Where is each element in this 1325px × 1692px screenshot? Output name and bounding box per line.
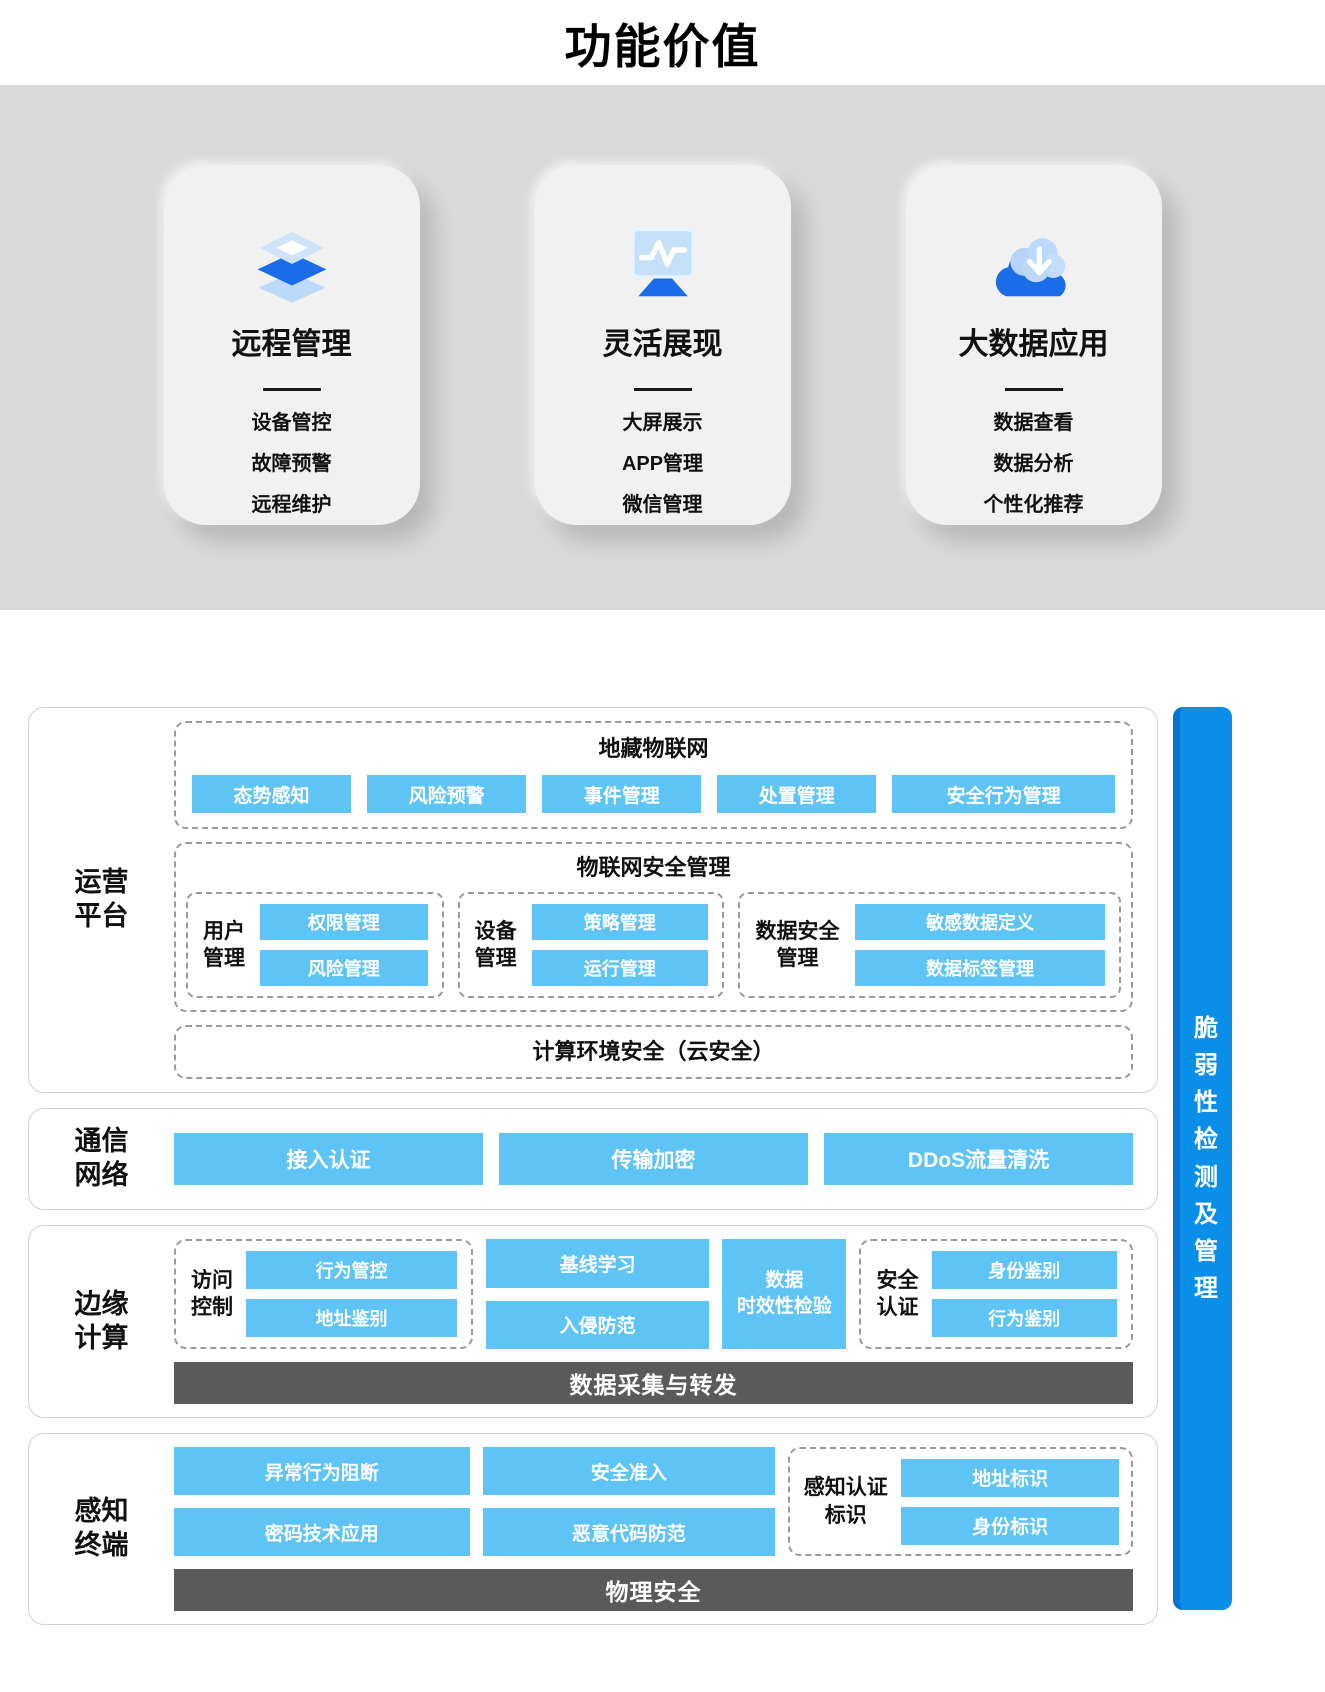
card-item: 个性化推荐 <box>983 493 1084 516</box>
card-flexible-display: 灵活展现 大屏展示 APP管理 微信管理 <box>534 165 791 525</box>
cloud-security-box: 计算环境安全（云安全） <box>174 1025 1133 1079</box>
chip-ddos-traffic-cleaning: DDoS流量清洗 <box>824 1133 1133 1185</box>
group-perception-auth-id: 感知认证标识 地址标识 身份标识 <box>788 1447 1133 1556</box>
monitor-chart-icon <box>535 221 791 307</box>
vulnerability-bar-label: 脆弱性检测及管理 <box>1194 1014 1218 1303</box>
card-item: APP管理 <box>621 452 704 475</box>
chip-sensitive-data-definition: 敏感数据定义 <box>855 904 1106 940</box>
chip-baseline-learning: 基线学习 <box>485 1239 710 1288</box>
chip-intrusion-prevention: 入侵防范 <box>485 1300 710 1349</box>
chip-identity-discrimination: 身份鉴别 <box>931 1251 1117 1289</box>
chip-security-behavior-management: 安全行为管理 <box>892 775 1116 813</box>
page-title: 功能价值 <box>564 20 761 73</box>
chip-address-discrimination: 地址鉴别 <box>246 1299 457 1337</box>
cloud-download-icon <box>906 221 1162 307</box>
value-cards-band: 远程管理 设备管控 故障预警 远程维护 灵活展现 大屏展示 APP管理 微信管理 <box>0 85 1325 610</box>
group-device-management: 设备管理 策略管理 运行管理 <box>457 892 724 998</box>
architecture-layers: 运营平台 地藏物联网 态势感知 风险预警 事件管理 处置管理 安全行为管理 物联… <box>28 707 1158 1625</box>
layer-label-perception-terminal: 感知终端 <box>74 1496 129 1560</box>
chip-event-management: 事件管理 <box>542 775 702 813</box>
chip-data-validity-check: 数据 时效性检验 <box>722 1239 847 1349</box>
card-bigdata-application: 大数据应用 数据查看 数据分析 个性化推荐 <box>905 165 1162 525</box>
bar-data-collection-forwarding: 数据采集与转发 <box>174 1362 1133 1404</box>
card-divider <box>633 387 692 391</box>
layer-perception-terminal: 感知终端 异常行为阻断 安全准入 感知认证标识 地址标识 身份标识 <box>28 1433 1158 1625</box>
card-divider <box>1004 387 1063 391</box>
card-item: 数据分析 <box>993 452 1074 475</box>
card-divider <box>262 387 321 391</box>
chip-data-label-management: 数据标签管理 <box>855 950 1106 986</box>
card-title: 远程管理 <box>231 328 352 361</box>
layer-edge-computing: 边缘计算 访问控制 行为管控 地址鉴别 基线学习 入 <box>28 1225 1158 1418</box>
layers-icon <box>164 221 420 307</box>
vulnerability-detection-bar: 脆弱性检测及管理 <box>1173 707 1232 1610</box>
chip-situation-awareness: 态势感知 <box>192 775 352 813</box>
group-access-control: 访问控制 行为管控 地址鉴别 <box>174 1239 473 1349</box>
chip-abnormal-behavior-blocking: 异常行为阻断 <box>174 1447 470 1495</box>
chip-secure-admission: 安全准入 <box>482 1447 776 1495</box>
chip-operation-management: 运行管理 <box>531 950 708 986</box>
group-security-authentication: 安全认证 身份鉴别 行为鉴别 <box>859 1239 1133 1349</box>
layer-label-operation-platform: 运营平台 <box>74 867 129 931</box>
card-remote-management: 远程管理 设备管控 故障预警 远程维护 <box>163 165 420 525</box>
chip-risk-management: 风险管理 <box>260 950 428 986</box>
iot-group-box: 地藏物联网 态势感知 风险预警 事件管理 处置管理 安全行为管理 <box>174 721 1133 829</box>
chip-risk-warning: 风险预警 <box>367 775 527 813</box>
chip-cryptography-application: 密码技术应用 <box>174 1508 470 1556</box>
cloud-security-title: 计算环境安全（云安全） <box>532 1039 775 1064</box>
layer-communication-network: 通信网络 接入认证 传输加密 DDoS流量清洗 <box>28 1108 1158 1210</box>
card-item: 微信管理 <box>622 493 703 516</box>
chip-behavior-discrimination: 行为鉴别 <box>931 1299 1117 1337</box>
group-data-security-management: 数据安全管理 敏感数据定义 数据标签管理 <box>737 892 1122 998</box>
card-title: 大数据应用 <box>958 328 1109 361</box>
card-item: 远程维护 <box>251 493 332 516</box>
iot-security-title: 物联网安全管理 <box>576 855 731 880</box>
card-item: 数据查看 <box>993 411 1074 434</box>
chip-access-authentication: 接入认证 <box>174 1133 483 1185</box>
card-item: 设备管控 <box>251 411 332 434</box>
bar-physical-security: 物理安全 <box>174 1569 1133 1611</box>
group-user-management: 用户管理 权限管理 风险管理 <box>186 892 444 998</box>
chip-malicious-code-prevention: 恶意代码防范 <box>482 1508 776 1556</box>
chip-identity-identification: 身份标识 <box>901 1506 1119 1545</box>
chip-address-identification: 地址标识 <box>901 1458 1119 1497</box>
layer-operation-platform: 运营平台 地藏物联网 态势感知 风险预警 事件管理 处置管理 安全行为管理 物联… <box>28 707 1158 1093</box>
architecture-diagram: 运营平台 地藏物联网 态势感知 风险预警 事件管理 处置管理 安全行为管理 物联… <box>0 707 1325 1692</box>
layer-label-edge-computing: 边缘计算 <box>74 1288 129 1353</box>
iot-security-box: 物联网安全管理 用户管理 权限管理 风险管理 <box>174 842 1133 1012</box>
iot-box-title: 地藏物联网 <box>598 736 709 761</box>
chip-transmission-encryption: 传输加密 <box>499 1133 808 1185</box>
chip-policy-management: 策略管理 <box>531 904 708 940</box>
card-title: 灵活展现 <box>602 328 723 361</box>
chip-behavior-control: 行为管控 <box>246 1251 457 1289</box>
card-item: 大屏展示 <box>622 411 703 434</box>
layer-label-communication-network: 通信网络 <box>74 1126 129 1190</box>
chip-permission-management: 权限管理 <box>260 904 428 940</box>
chip-disposal-management: 处置管理 <box>717 775 877 813</box>
card-item: 故障预警 <box>251 452 332 475</box>
